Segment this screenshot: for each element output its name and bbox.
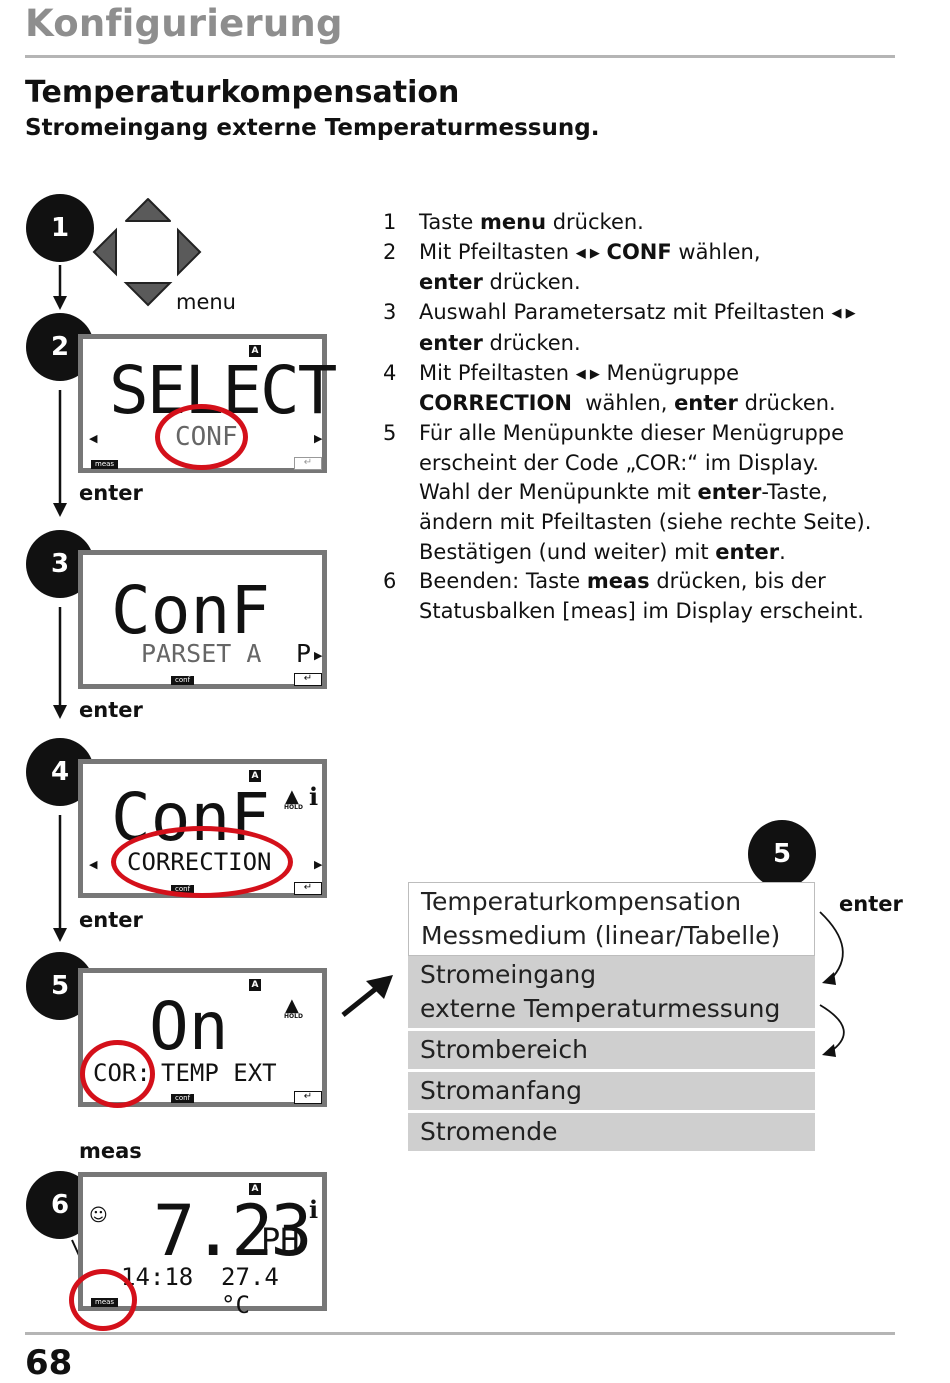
- instruction-list: 1 Taste menu drücken. 2 Mit Pfeiltasten …: [383, 208, 883, 627]
- menu-badge-5: 5: [748, 820, 816, 888]
- display-main-text: ConF: [111, 572, 270, 649]
- left-arrow-icon: ◀: [89, 858, 98, 871]
- right-arrow-icon: ▶: [314, 649, 323, 662]
- display-right-text: P: [296, 639, 312, 668]
- page-title: Temperaturkompensation: [25, 75, 460, 110]
- hold-warning-icon: ▲: [285, 995, 299, 1016]
- right-arrow-icon: ▶: [314, 858, 323, 871]
- display-sub-text: TEMP EXT: [161, 1059, 277, 1087]
- arrow-keypad-icon[interactable]: [92, 197, 204, 309]
- highlight-ring: [111, 826, 293, 898]
- flag-a: A: [249, 345, 261, 357]
- highlight-ring: [155, 404, 248, 470]
- left-right-arrow-icon: ◀ ▶: [575, 366, 600, 382]
- instruction-2: 2 Mit Pfeiltasten ◀ ▶ CONF wählen,enter …: [383, 239, 761, 295]
- display-main-text: On: [149, 988, 229, 1065]
- smiley-icon: ☺: [89, 1205, 108, 1226]
- status-tag: conf: [171, 676, 195, 685]
- page-number: 68: [25, 1343, 73, 1383]
- left-arrow-icon: ◀: [89, 432, 98, 445]
- hold-label: HOLD: [284, 1013, 303, 1020]
- enter-key-icon: ↵: [294, 882, 322, 895]
- enter-key-icon: ↵: [294, 673, 322, 686]
- instruction-1: 1 Taste menu drücken.: [383, 210, 644, 234]
- hold-label: HOLD: [284, 804, 303, 811]
- instruction-3: 3 Auswahl Parametersatz mit Pfeiltasten …: [383, 300, 856, 355]
- meas-label: meas: [79, 1139, 142, 1163]
- menu-item-current-range[interactable]: Strombereich: [408, 1031, 815, 1072]
- flag-a: A: [249, 1183, 261, 1195]
- menu-item-current-end[interactable]: Stromende: [408, 1113, 815, 1154]
- left-arrow-icon: ◀ ▶: [575, 245, 600, 261]
- display-sub-text: PARSET A: [141, 639, 262, 668]
- header-rule: [25, 55, 895, 58]
- info-icon: i: [309, 782, 319, 811]
- menu-key-label: menu: [176, 290, 236, 314]
- display-main-text: 7.23: [153, 1190, 313, 1272]
- enter-label: enter: [79, 698, 143, 722]
- info-icon: i: [309, 1195, 319, 1224]
- enter-key-icon: ↵: [294, 457, 322, 470]
- flag-a: A: [249, 770, 261, 782]
- highlight-ring: [69, 1269, 137, 1331]
- enter-label: enter: [79, 481, 143, 505]
- footer-rule: [25, 1332, 895, 1335]
- right-arrow-icon: ▶: [314, 432, 323, 445]
- enter-label: enter: [79, 908, 143, 932]
- enter-key-icon: ↵: [294, 1091, 322, 1104]
- section-title: Konfigurierung: [25, 2, 343, 45]
- enter-label-right: enter: [839, 892, 903, 916]
- left-right-arrow-icon: ◀ ▶: [831, 306, 856, 322]
- temperature-text: 27.4 °C: [221, 1263, 279, 1319]
- hold-warning-icon: ▲: [285, 786, 299, 807]
- step-badge-1: 1: [26, 194, 94, 262]
- display-cor-temp-ext: A On ▲ HOLD COR: TEMP EXT conf ↵: [78, 968, 327, 1107]
- status-tag: meas: [91, 460, 119, 469]
- page-subtitle: Stromeingang externe Temperaturmessung.: [25, 115, 600, 141]
- flag-a: A: [249, 979, 261, 991]
- highlight-ring: [80, 1040, 155, 1108]
- unit-text: PH: [261, 1221, 300, 1259]
- display-conf: ConF PARSET A P ▶ conf ↵: [78, 550, 327, 689]
- menu-item-current-start[interactable]: Stromanfang: [408, 1072, 815, 1113]
- status-tag: conf: [171, 1094, 195, 1103]
